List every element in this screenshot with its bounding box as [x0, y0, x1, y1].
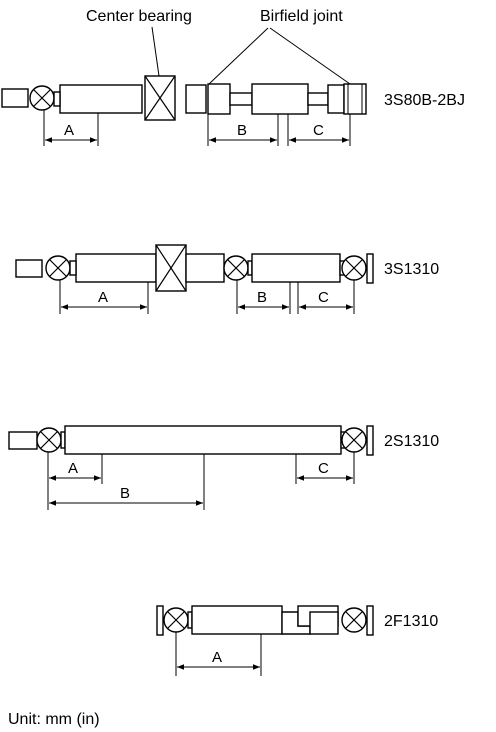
shaft-neck-2: [307, 92, 329, 106]
universal-joint-icon: [223, 255, 249, 281]
center-bearing-label: Center bearing: [86, 8, 192, 25]
model-label: 2S1310: [384, 433, 439, 450]
shaft-tube-2: [251, 253, 341, 283]
shaft-tube: [191, 605, 283, 635]
slip-joint-spline: [309, 611, 339, 635]
dim-a-label: A: [64, 122, 74, 139]
birfield-joint-4: [343, 83, 367, 115]
shaft-2s1310: A C B 2S1310: [8, 425, 439, 510]
unit-note: Unit: mm (in): [8, 711, 100, 728]
dim-a-label: A: [68, 460, 78, 477]
dim-b-label: B: [120, 485, 130, 502]
model-label: 3S80B-2BJ: [384, 92, 465, 109]
dim-b-label: B: [237, 122, 247, 139]
universal-joint-icon: [341, 427, 367, 453]
dim-b-label: B: [257, 289, 267, 306]
shaft-tube: [75, 253, 157, 283]
center-bearing-icon: [155, 244, 187, 292]
flange-stub: [15, 259, 43, 278]
end-flange: [366, 253, 374, 284]
center-bearing-leader: [151, 26, 160, 77]
end-flange: [366, 425, 374, 456]
shaft-stub: [185, 253, 225, 283]
dim-c-label: C: [318, 460, 329, 477]
dim-c-label: C: [318, 289, 329, 306]
center-bearing-icon: [144, 75, 176, 121]
universal-joint-icon: [163, 607, 189, 633]
shaft-tube: [59, 84, 143, 114]
birfield-joint-2: [207, 83, 231, 115]
flange-stub: [1, 88, 29, 108]
universal-joint-icon: [45, 255, 71, 281]
end-flange: [156, 605, 164, 636]
flange-stub: [8, 431, 38, 450]
shaft-tube-2: [251, 83, 309, 115]
shaft-neck: [229, 92, 253, 106]
shaft-3s80b-2bj: A B C 3S80B-2BJ: [1, 75, 465, 146]
model-label: 3S1310: [384, 261, 439, 278]
shaft-tube-neck: [69, 260, 77, 276]
universal-joint-icon: [36, 427, 62, 453]
birfield-joint-3: [327, 84, 345, 114]
model-label: 2F1310: [384, 613, 438, 630]
shaft-tube: [64, 425, 342, 455]
universal-joint-icon: [341, 255, 367, 281]
dim-a-label: A: [98, 289, 108, 306]
birfield-joint-label: Birfield joint: [260, 8, 343, 25]
end-flange: [366, 605, 374, 636]
dim-a-label: A: [212, 649, 222, 666]
birfield-leader-right: [269, 27, 351, 85]
birfield-joint-1: [185, 84, 207, 114]
shaft-3s1310: A B C 3S1310: [15, 244, 439, 314]
shaft-2f1310: A 2F1310: [156, 605, 438, 676]
universal-joint-icon: [29, 85, 55, 111]
birfield-leader-left: [208, 27, 269, 85]
universal-joint-icon: [341, 607, 367, 633]
shaft-tube-neck: [53, 91, 61, 107]
dim-c-label: C: [313, 122, 324, 139]
